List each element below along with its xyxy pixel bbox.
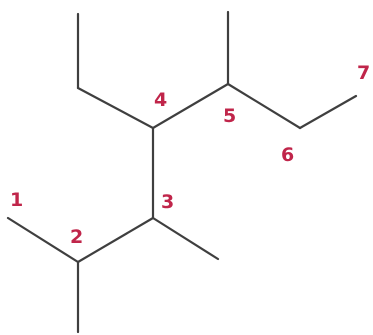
carbon-label-3: 3	[161, 191, 174, 213]
bond-c4-c5	[151, 82, 230, 130]
carbon-label-2: 2	[70, 226, 83, 248]
carbon-label-1: 1	[10, 189, 23, 211]
carbon-label-5: 5	[223, 105, 236, 127]
bond-c2-c3	[76, 216, 155, 264]
bond-c3-methyl	[151, 216, 220, 261]
carbon-label-4: 4	[154, 89, 167, 111]
bond-c5-c6	[226, 82, 302, 130]
bond-c6-c7	[298, 94, 358, 130]
bond-c1-c2	[6, 216, 80, 264]
carbon-label-6: 6	[281, 144, 294, 166]
bond-c4-ethyl-1	[76, 86, 155, 130]
carbon-label-7: 7	[357, 62, 370, 84]
